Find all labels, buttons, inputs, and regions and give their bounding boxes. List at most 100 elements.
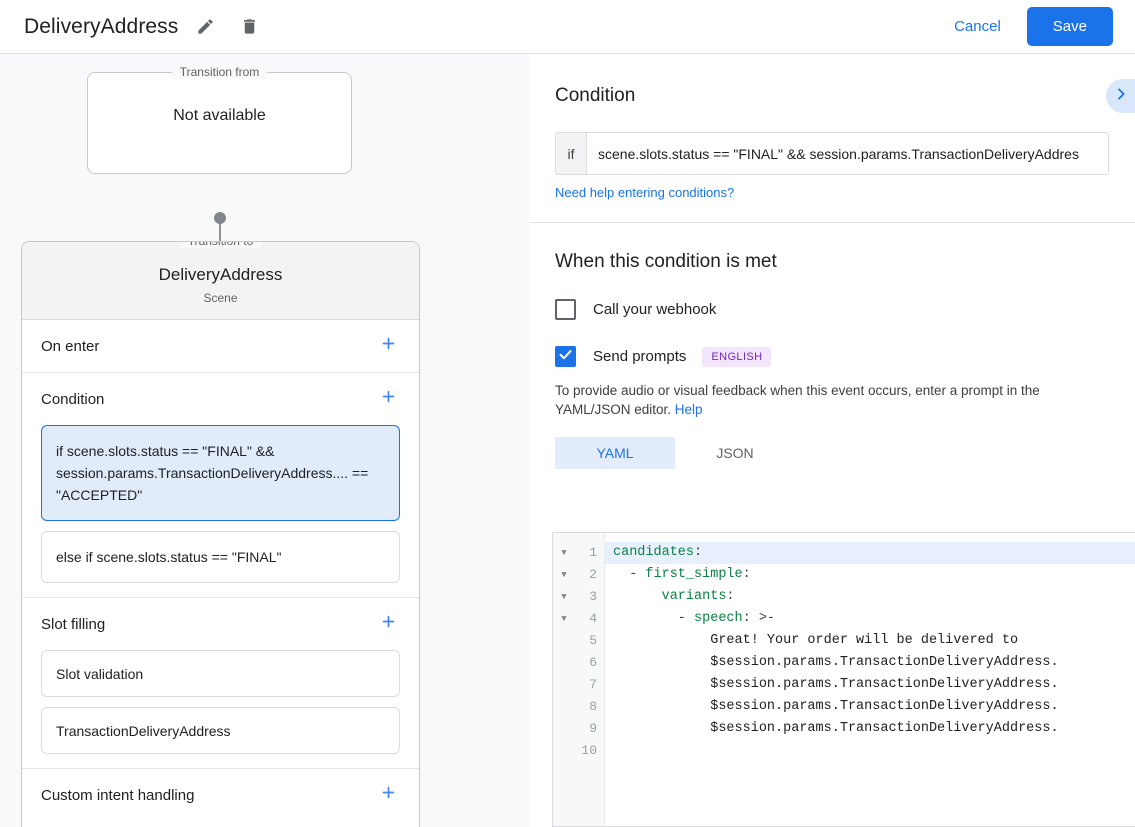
scene-section-title: Custom intent handling	[41, 786, 195, 804]
add-button[interactable]	[375, 386, 401, 412]
send-prompts-label: Send prompts	[593, 348, 687, 365]
editor-code-line[interactable]: $session.params.TransactionDeliveryAddre…	[605, 718, 1135, 740]
scene-section-title: On enter	[41, 337, 100, 355]
expand-panel-button[interactable]	[1106, 79, 1135, 113]
page-title: DeliveryAddress	[24, 14, 179, 38]
editor-line-number-row: 10	[553, 740, 604, 762]
code-token	[613, 589, 662, 604]
editor-code-line[interactable]: $session.params.TransactionDeliveryAddre…	[605, 652, 1135, 674]
editor-line-number: 3	[589, 589, 597, 604]
when-met-heading: When this condition is met	[555, 251, 777, 272]
delete-button[interactable]	[232, 10, 266, 44]
editor-line-number: 2	[589, 567, 597, 582]
code-token: $session.params.TransactionDeliveryAddre…	[613, 721, 1059, 736]
plus-icon	[380, 388, 397, 410]
editor-line-number-row: 9	[553, 718, 604, 740]
edit-name-button[interactable]	[188, 10, 222, 44]
editor-code-line[interactable]: - first_simple:	[605, 564, 1135, 586]
fold-arrow-icon[interactable]: ▼	[561, 570, 567, 580]
transition-to-subtitle: Scene	[203, 291, 238, 305]
transition-to-header: Transition to DeliveryAddress Scene	[22, 242, 419, 320]
add-button[interactable]	[375, 611, 401, 637]
tab-json[interactable]: JSON	[716, 445, 754, 461]
code-token: variants	[661, 589, 727, 604]
editor-line-number: 5	[589, 633, 597, 648]
editor-line-number: 4	[589, 611, 597, 626]
condition-list-item[interactable]: else if scene.slots.status == "FINAL"	[41, 531, 400, 583]
condition-input-row: if	[555, 132, 1109, 175]
chevron-right-icon	[1113, 86, 1129, 107]
when-condition-met-section: When this condition is met Call your web…	[529, 223, 1135, 469]
pencil-icon	[196, 17, 215, 36]
cancel-button[interactable]: Cancel	[942, 9, 1013, 44]
transition-from-card: Transition from Not available	[87, 65, 352, 174]
transition-graph-pane: Transition from Not available Transition…	[0, 55, 529, 827]
scene-section-title: Condition	[41, 390, 105, 408]
condition-heading: Condition	[555, 85, 636, 106]
save-button[interactable]: Save	[1026, 7, 1113, 46]
editor-code-area[interactable]: candidates: - first_simple: variants: - …	[605, 533, 1135, 826]
plus-icon	[380, 784, 397, 806]
editor-code-line[interactable]: - speech: >-	[605, 608, 1135, 630]
code-token: first_simple	[645, 567, 743, 582]
scene-section-header: Custom intent handling	[22, 769, 419, 821]
editor-line-number: 7	[589, 677, 597, 692]
slot-list-item[interactable]: TransactionDeliveryAddress	[41, 707, 400, 754]
editor-code-line[interactable]: candidates:	[605, 542, 1135, 564]
condition-list-item[interactable]: if scene.slots.status == "FINAL" && sess…	[41, 425, 400, 521]
prompts-description: To provide audio or visual feedback when…	[555, 381, 1109, 419]
scene-section: Condition if scene.slots.status == "FINAL…	[22, 373, 419, 598]
editor-format-tabs: YAML JSON	[555, 437, 1109, 469]
transition-to-card: Transition to DeliveryAddress Scene On e…	[21, 241, 420, 827]
code-token: -	[613, 611, 695, 626]
webhook-checkbox[interactable]	[555, 299, 576, 320]
scene-section-header: Condition	[22, 373, 419, 425]
fold-arrow-icon[interactable]: ▼	[561, 548, 567, 558]
code-token: Great! Your order will be delivered to	[613, 633, 1019, 648]
code-token: :	[742, 567, 751, 582]
trash-icon	[240, 17, 259, 36]
add-button[interactable]	[375, 782, 401, 808]
condition-help-link[interactable]: Need help entering conditions?	[555, 185, 735, 200]
editor-code-line[interactable]	[605, 740, 1135, 762]
condition-expression-input[interactable]	[587, 133, 1108, 174]
code-token: :	[694, 545, 703, 560]
transition-to-legend: Transition to	[179, 242, 262, 248]
fold-arrow-icon[interactable]: ▼	[561, 592, 567, 602]
editor-code-line[interactable]: variants:	[605, 586, 1135, 608]
condition-section: Condition if Need help entering conditio…	[529, 55, 1135, 222]
section-divider	[529, 222, 1135, 223]
code-token: speech	[694, 611, 743, 626]
plus-icon	[380, 335, 397, 357]
editor-line-number: 9	[589, 721, 597, 736]
prompts-help-link[interactable]: Help	[674, 402, 703, 417]
editor-code-line[interactable]: $session.params.TransactionDeliveryAddre…	[605, 674, 1135, 696]
send-prompts-row[interactable]: Send prompts ENGLISH	[555, 346, 1109, 367]
scene-section: Custom intent handling	[22, 769, 419, 821]
scene-section-body: if scene.slots.status == "FINAL" && sess…	[22, 425, 419, 597]
code-token: candidates	[613, 545, 695, 560]
transition-to-name: DeliveryAddress	[158, 265, 283, 284]
transition-from-value: Not available	[173, 107, 266, 124]
fold-arrow-icon[interactable]: ▼	[561, 614, 567, 624]
editor-line-number: 1	[589, 545, 597, 560]
add-button[interactable]	[375, 333, 401, 359]
send-prompts-checkbox[interactable]	[555, 346, 576, 367]
editor-code-line[interactable]: $session.params.TransactionDeliveryAddre…	[605, 696, 1135, 718]
slot-list-item[interactable]: Slot validation	[41, 650, 400, 697]
editor-line-number-row: ▼4	[553, 608, 604, 630]
scene-section: On enter	[22, 320, 419, 373]
editor-line-number: 10	[581, 743, 597, 758]
top-bar: DeliveryAddress Cancel Save	[0, 0, 1135, 54]
scene-section-header: On enter	[22, 320, 419, 372]
editor-line-number-row: ▼1	[553, 542, 604, 564]
editor-code-line[interactable]: Great! Your order will be delivered to	[605, 630, 1135, 652]
webhook-row[interactable]: Call your webhook	[555, 299, 1109, 320]
code-token: $session.params.TransactionDeliveryAddre…	[613, 655, 1059, 670]
tab-yaml[interactable]: YAML	[555, 437, 675, 469]
